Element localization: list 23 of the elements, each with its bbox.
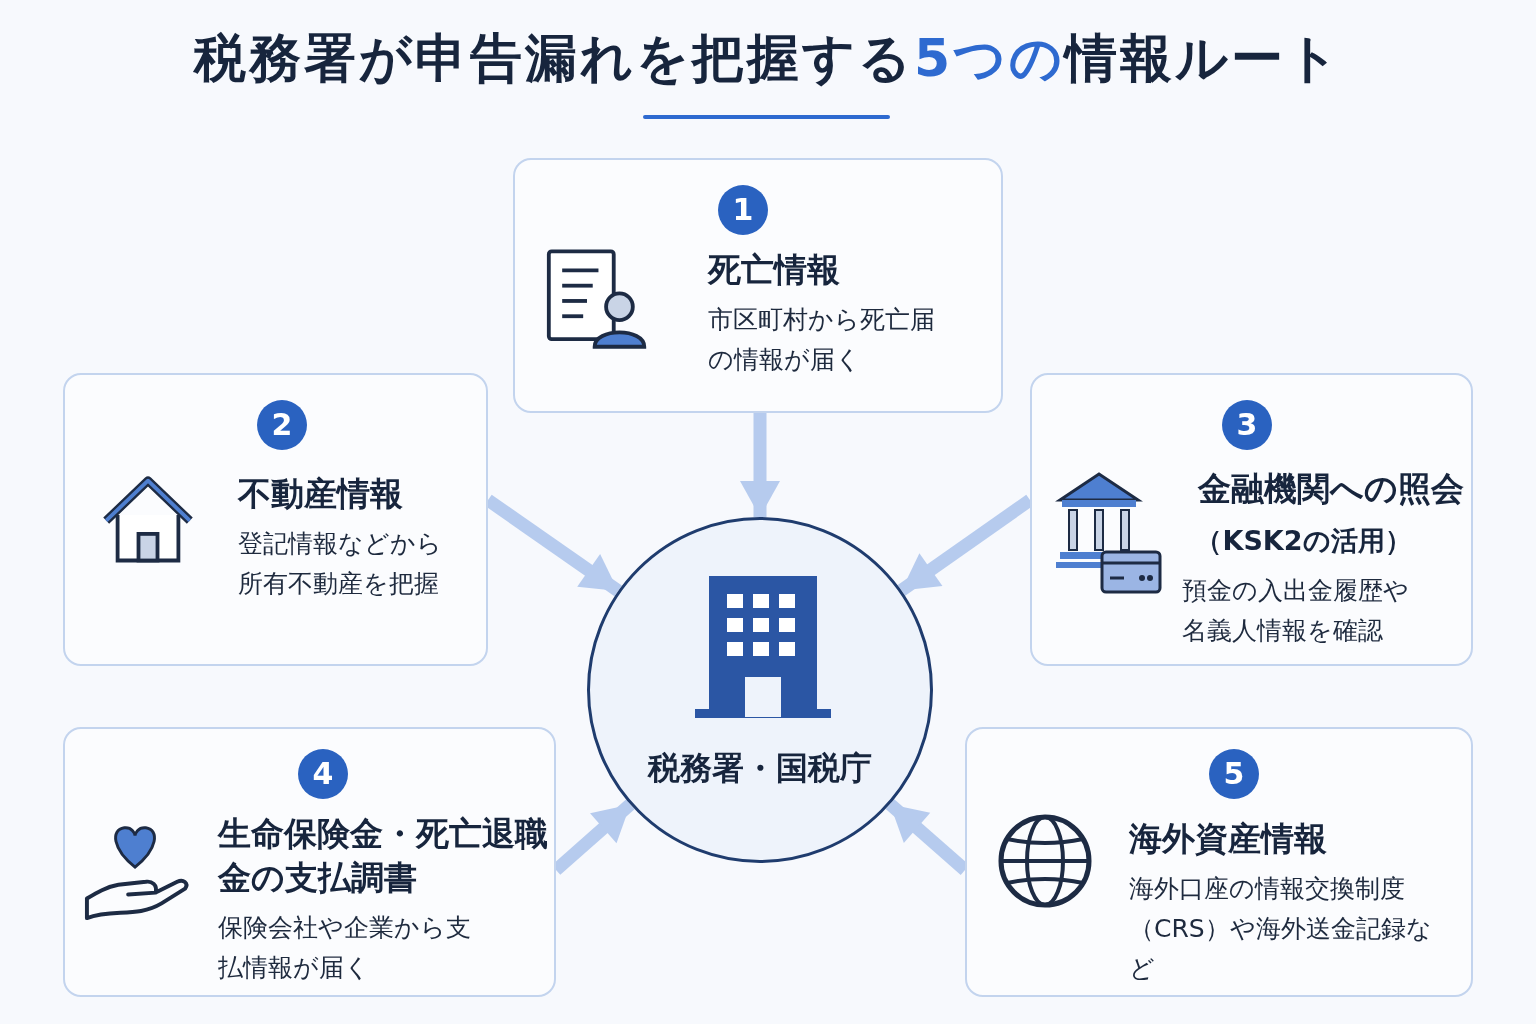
card-subheading: （KSK2の活用） (1194, 524, 1413, 558)
card-description: 預金の入出金履歴や名義人情報を確認 (1182, 575, 1410, 647)
card-heading: 不動産情報 (238, 473, 404, 515)
info-card (965, 727, 1473, 997)
info-card (1030, 373, 1473, 666)
card-description: 海外口座の情報交換制度（CRS）や海外送金記録など (1129, 873, 1433, 985)
card-description: 市区町村から死亡届の情報が届く (708, 304, 936, 376)
card-heading: 生命保険金・死亡退職金の支払調書 (218, 813, 549, 899)
number-badge: 1 (718, 185, 768, 235)
card-heading: 金融機関への照会 (1196, 468, 1465, 510)
info-card (513, 158, 1003, 413)
arrow (740, 413, 780, 517)
card-heading: 海外資産情報 (1129, 818, 1328, 860)
info-card (63, 373, 488, 666)
number-badge: 3 (1222, 400, 1272, 450)
number-badge: 2 (257, 400, 307, 450)
info-card (63, 727, 556, 997)
number-badge: 4 (298, 749, 348, 799)
number-badge: 5 (1209, 749, 1259, 799)
card-description: 登記情報などから所有不動産を把握 (238, 528, 443, 600)
card-description: 保険会社や企業から支払情報が届く (218, 912, 472, 984)
card-heading: 死亡情報 (708, 249, 841, 291)
agency-name: 税務署・国税庁 (646, 748, 873, 789)
